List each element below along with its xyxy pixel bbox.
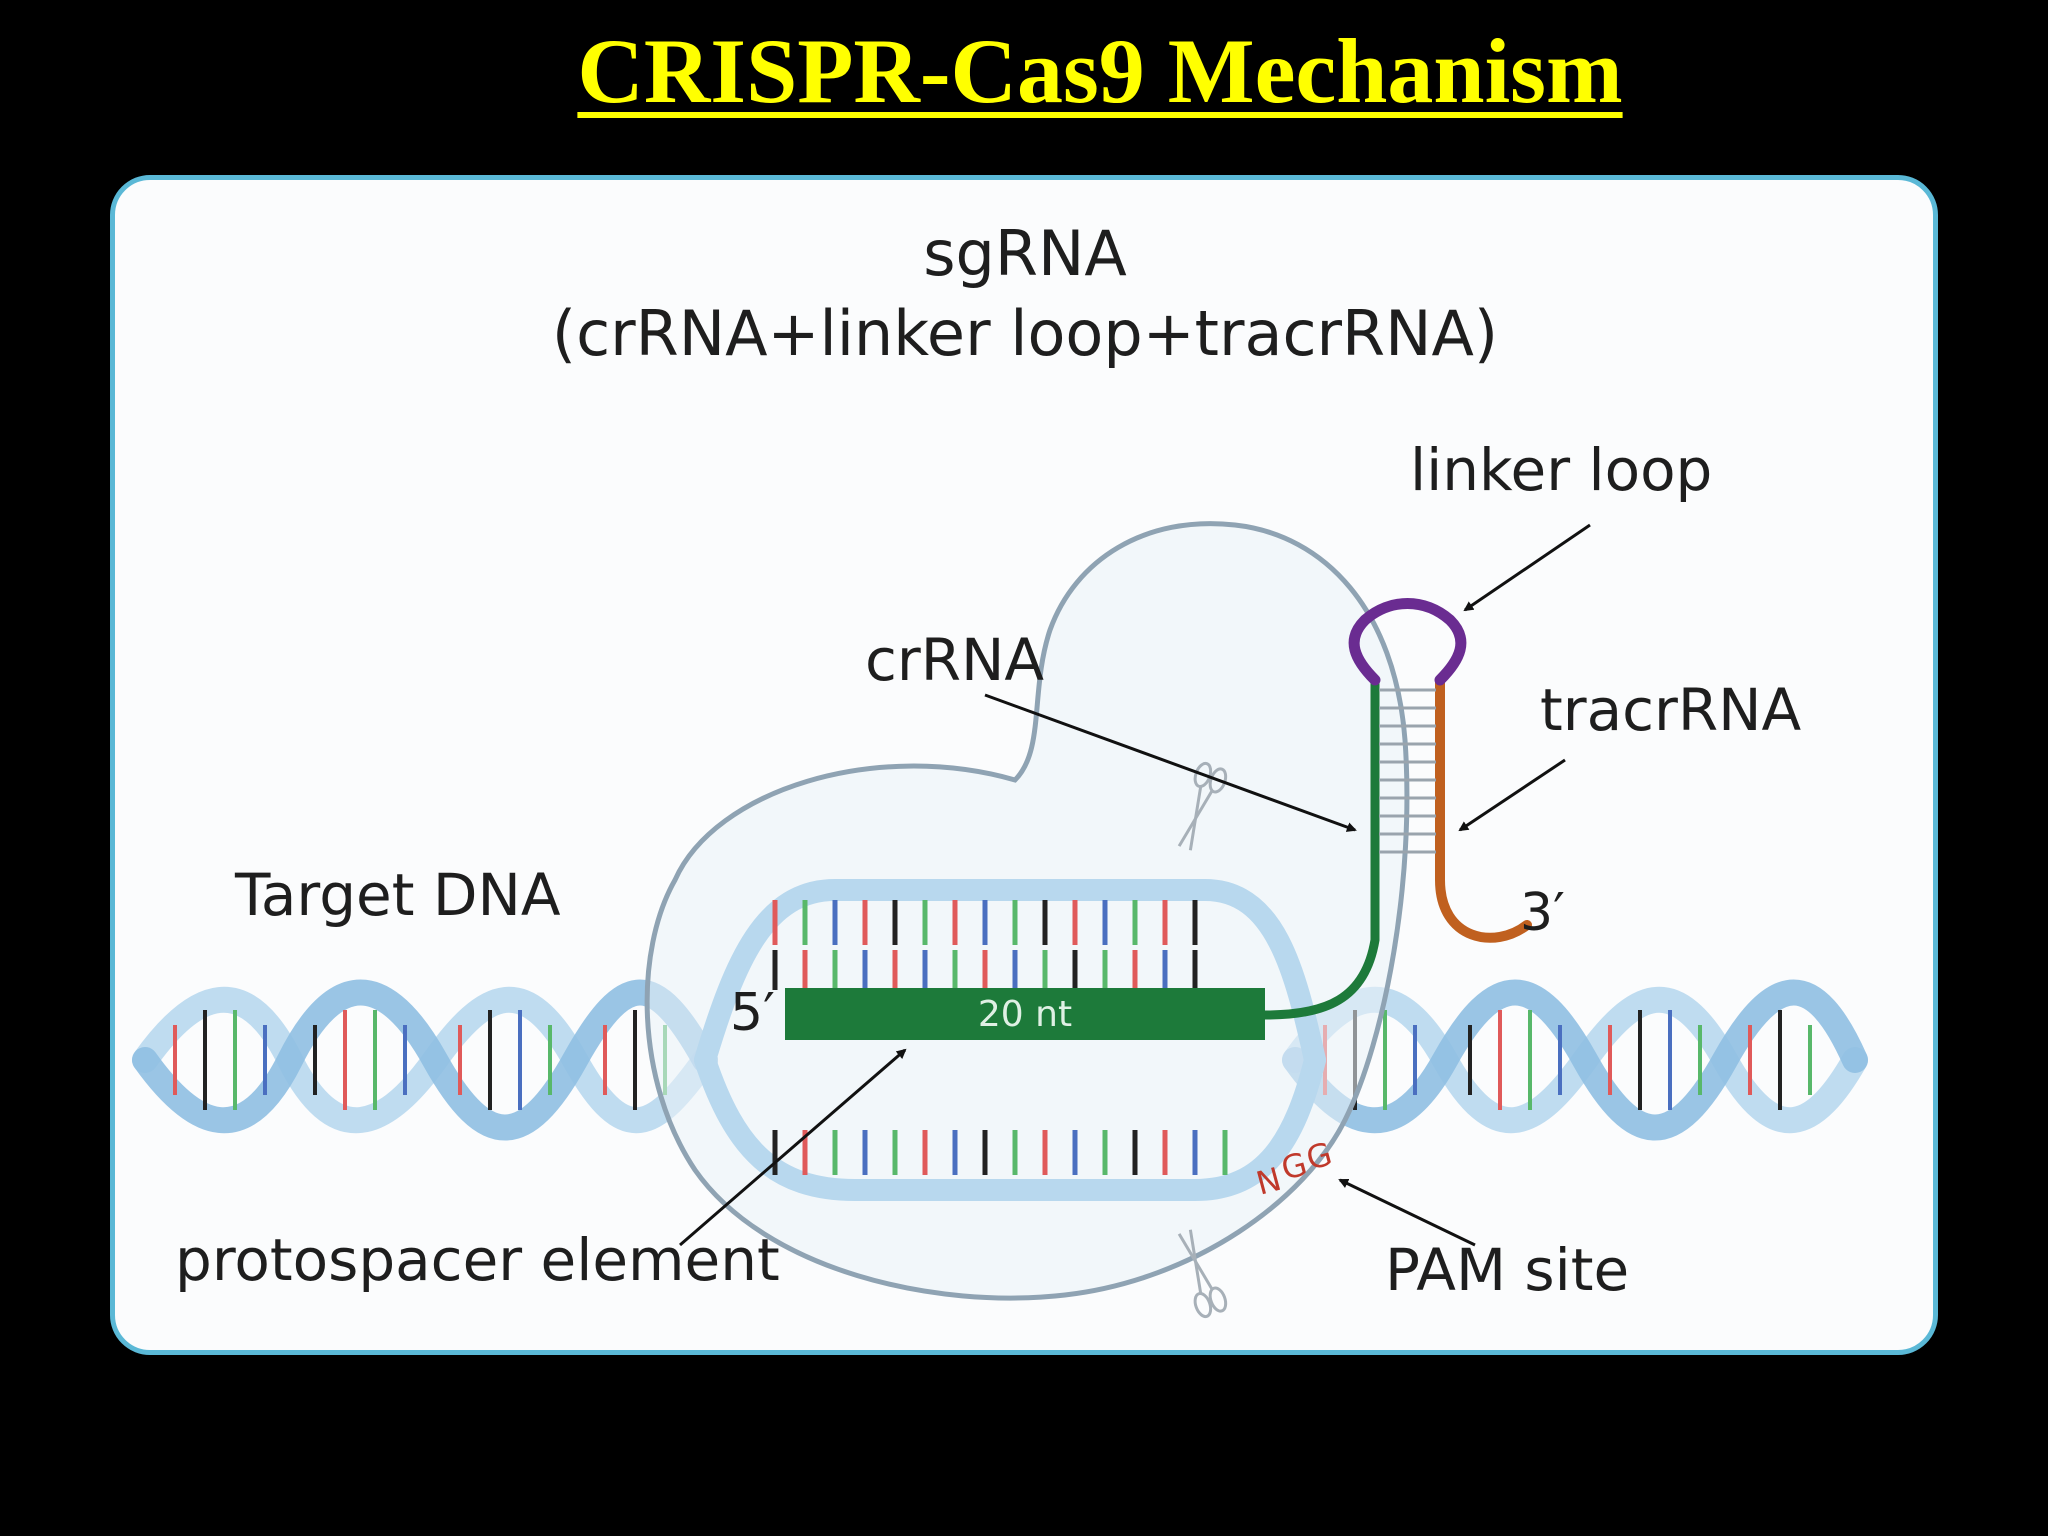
tracrrna-strand (1435, 675, 1532, 943)
dna-top-strand (694, 879, 1326, 1071)
dna-bottom-strand (694, 1049, 1326, 1201)
target-dna-helix (132, 979, 1868, 1141)
spacer-length-label: 20 nt (978, 994, 1072, 1035)
three-prime-label: 3′ (1520, 883, 1565, 943)
pam-site-label: PAM site (1385, 1236, 1629, 1304)
scissors-icon (1177, 761, 1228, 851)
diagram-heading: sgRNA (923, 217, 1127, 290)
crrna-label: crRNA (865, 626, 1044, 694)
cas9-protein-outline (644, 521, 1410, 1301)
diagram-panel: sgRNA (crRNA+linker loop+tracrRNA) (110, 175, 1938, 1355)
protospacer-label: protospacer element (175, 1226, 780, 1294)
target-dna-label: Target DNA (234, 861, 561, 929)
tracrrna-label: tracrRNA (1540, 676, 1802, 744)
crrna-spacer: 20 nt (785, 988, 1265, 1040)
linker-loop-shape (1348, 598, 1467, 686)
scissors-icon (1177, 1229, 1228, 1319)
crispr-diagram: sgRNA (crRNA+linker loop+tracrRNA) (132, 217, 1868, 1319)
crrna-arrow (984, 693, 1357, 832)
tracrrna-arrow (1458, 758, 1566, 832)
slide-title: CRISPR-Cas9 Mechanism (577, 20, 1623, 122)
linker-loop-label: linker loop (1410, 436, 1712, 504)
diagram-subheading: (crRNA+linker loop+tracrRNA) (552, 297, 1498, 370)
crrna-strand (1260, 675, 1380, 1020)
hairpin-base-pairs (1379, 688, 1436, 854)
protospacer-arrow (679, 1048, 907, 1247)
dna-base-pairs-left (173, 1010, 667, 1110)
label-arrows (679, 523, 1591, 1247)
pam-site-arrow (1338, 1178, 1476, 1247)
five-prime-label: 5′ (730, 983, 775, 1043)
linker-loop-arrow (1463, 523, 1591, 612)
